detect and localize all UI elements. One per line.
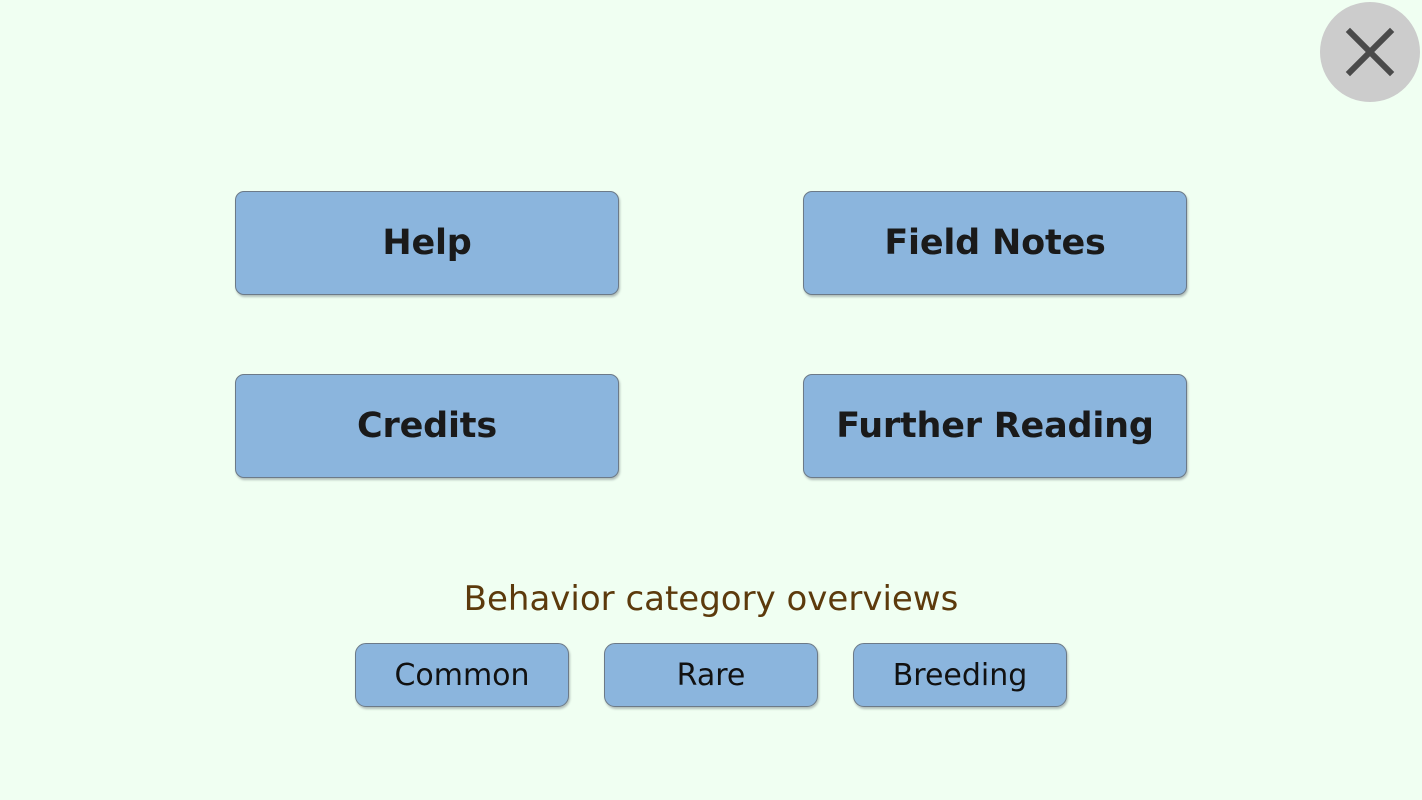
behavior-overviews-heading: Behavior category overviews xyxy=(463,579,959,619)
close-icon xyxy=(1343,25,1397,79)
field-notes-button[interactable]: Field Notes xyxy=(803,191,1187,295)
credits-button[interactable]: Credits xyxy=(235,374,619,478)
behavior-overview-button-row: Common Rare Breeding xyxy=(355,643,1067,707)
help-button[interactable]: Help xyxy=(235,191,619,295)
overview-breeding-button[interactable]: Breeding xyxy=(853,643,1067,707)
overview-rare-button[interactable]: Rare xyxy=(604,643,818,707)
overview-common-button[interactable]: Common xyxy=(355,643,569,707)
close-button[interactable] xyxy=(1320,2,1420,102)
further-reading-button[interactable]: Further Reading xyxy=(803,374,1187,478)
